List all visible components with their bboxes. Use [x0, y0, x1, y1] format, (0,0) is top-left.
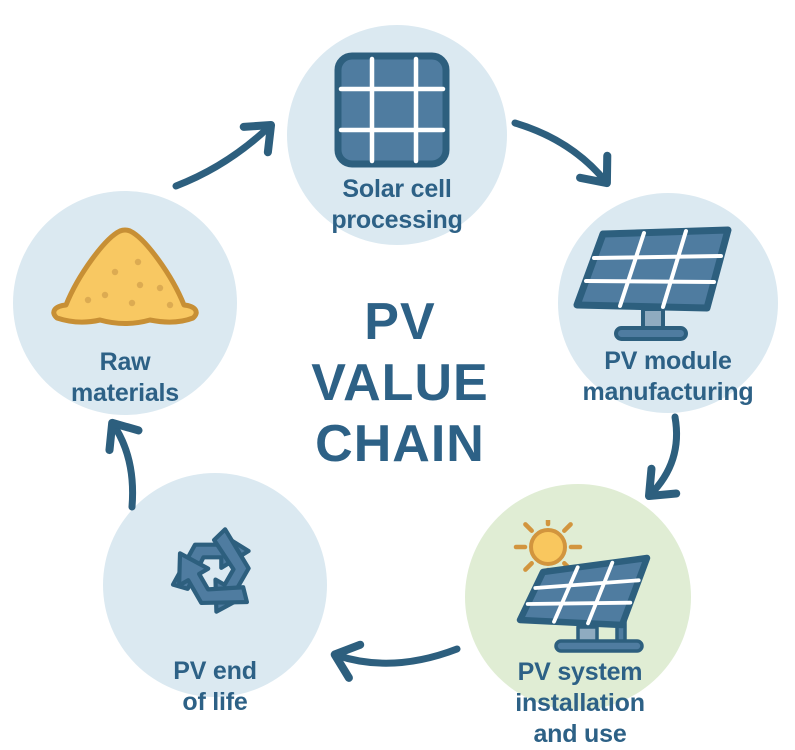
- node-pv-end-of-life: PV end of life: [103, 473, 327, 716]
- node-pv-module-manufacturing: PV module manufacturing: [558, 193, 778, 413]
- node-label: Raw materials: [71, 348, 179, 407]
- node-label: PV module manufacturing: [582, 347, 754, 406]
- node-solar-cell-processing: Solar cell processing: [287, 25, 507, 245]
- sun-solar-panel-icon: [513, 520, 651, 653]
- sand-pile-icon: [51, 227, 199, 326]
- node-label: PV system installation and use: [515, 658, 645, 748]
- node-raw-materials: Raw materials: [13, 191, 237, 415]
- pv-value-chain-diagram: PV VALUE CHAIN Solar cell processing: [13, 25, 778, 748]
- arrow-solar-to-module: [511, 119, 612, 188]
- sun-icon: [513, 520, 583, 582]
- node-label: Solar cell processing: [331, 175, 463, 234]
- solar-cell-icon: [334, 52, 450, 168]
- node-label: PV end of life: [173, 657, 257, 716]
- arrow-system-to-end: [330, 640, 461, 682]
- arrow-raw-to-solar: [172, 121, 276, 190]
- solar-panel-icon: [573, 226, 732, 341]
- recycle-icon: [150, 510, 280, 635]
- diagram-title: PV VALUE CHAIN: [311, 293, 489, 473]
- node-pv-system-installation: PV system installation and use: [465, 484, 691, 748]
